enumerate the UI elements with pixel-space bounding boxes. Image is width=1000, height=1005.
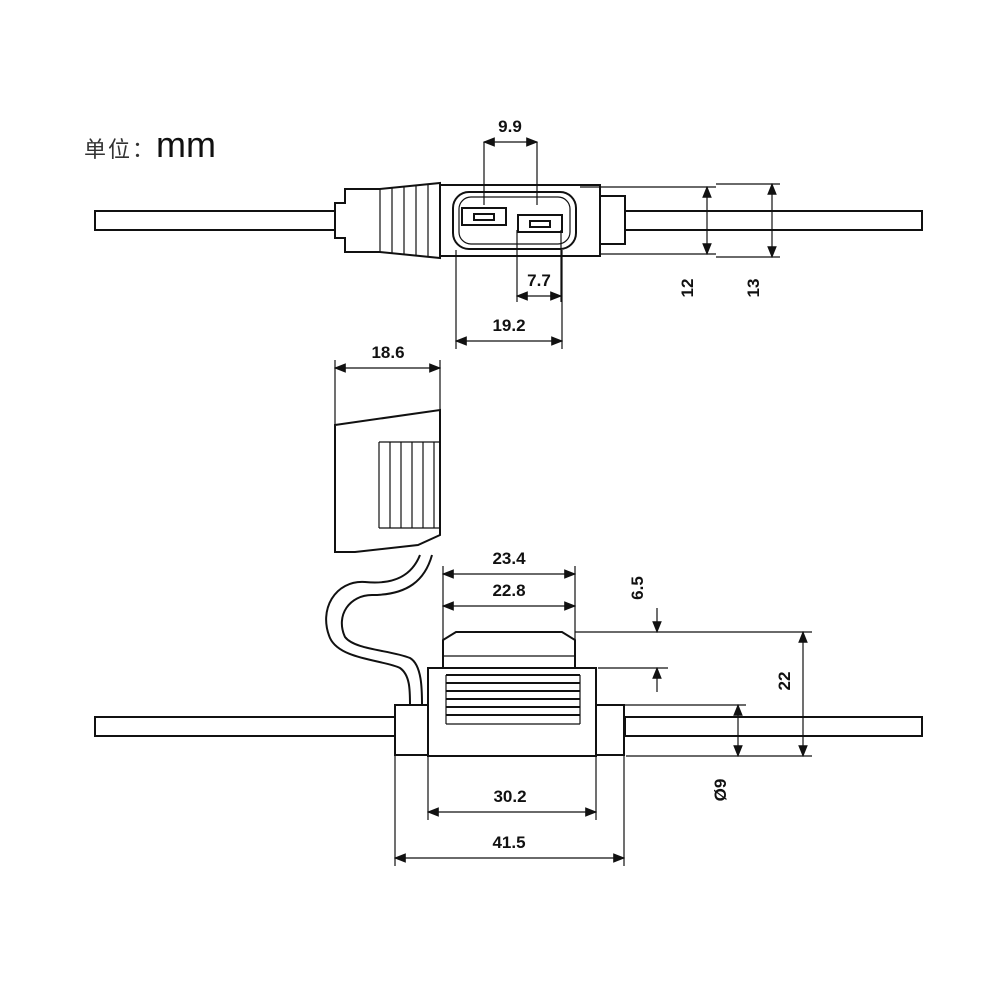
unit-label: 单位：mm (84, 124, 216, 166)
unit-prefix: 单位： (84, 138, 157, 163)
top-left-blade-slot (473, 213, 495, 221)
dim-wire-diameter: Ø9 (711, 779, 730, 802)
dim-fuse-inner: 22.8 (492, 581, 525, 600)
top-boot-ribs (379, 185, 429, 256)
side-strap-inner (340, 554, 433, 706)
top-right-wire (624, 210, 923, 231)
side-right-wire (624, 716, 923, 737)
top-left-boot (334, 181, 441, 260)
side-cap (334, 408, 441, 553)
dim-cap-width: 18.6 (371, 343, 404, 362)
side-view: 18.6 23.4 22.8 6.5 22 Ø9 (94, 343, 923, 866)
dim-overall-length: 41.5 (492, 833, 525, 852)
side-body-ribs (446, 674, 580, 716)
dim-top-height-inner: 12 (678, 279, 697, 298)
side-fuse-top (442, 631, 576, 669)
dim-fuse-protrusion: 6.5 (628, 576, 647, 600)
dim-fuse-outer: 23.4 (492, 549, 526, 568)
unit-value: mm (156, 124, 216, 165)
side-right-boot (595, 704, 625, 756)
side-left-wire (94, 716, 396, 737)
top-fuse-window (452, 191, 577, 250)
side-body (427, 667, 597, 757)
side-strap-outer (325, 554, 421, 706)
top-view: 9.9 7.7 19.2 12 13 (94, 117, 923, 349)
top-right-blade-slot (529, 220, 551, 228)
side-left-boot (394, 704, 429, 756)
top-fuse-window-inner (458, 196, 571, 245)
dim-total-height: 22 (775, 672, 794, 691)
top-left-wire (94, 210, 336, 231)
dim-body-width: 30.2 (493, 787, 526, 806)
dim-top-slot: 7.7 (527, 271, 551, 290)
dim-top-opening: 9.9 (498, 117, 522, 136)
dim-top-body: 19.2 (492, 316, 525, 335)
top-right-cap (599, 195, 626, 245)
side-cap-ribs (378, 442, 435, 528)
dim-top-height-outer: 13 (744, 279, 763, 298)
